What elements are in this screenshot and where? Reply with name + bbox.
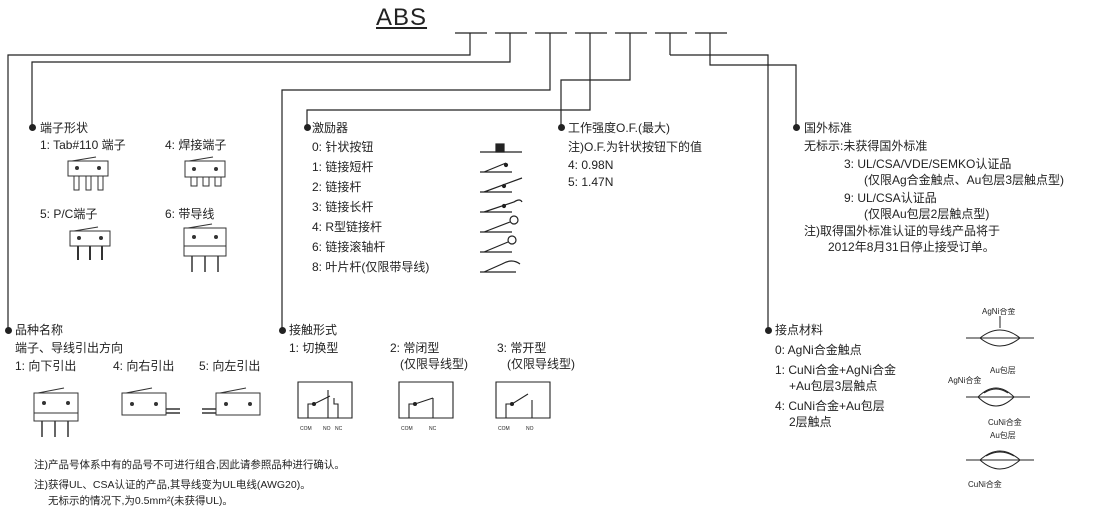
svg-text:NO: NO bbox=[526, 426, 534, 432]
variety-option-4: 4: 向右引出 bbox=[113, 359, 175, 373]
svg-text:COM: COM bbox=[300, 426, 312, 432]
model-code: ABS bbox=[376, 4, 428, 31]
actuator-item-2: 2: 链接杆 bbox=[312, 180, 362, 194]
cuni-agni-au-contact-diagram: Au包层 AgNi合金 CuNi合金 bbox=[948, 365, 1030, 427]
cuni-au-contact-diagram: Au包层 CuNi合金 bbox=[966, 430, 1034, 489]
solder-terminal-switch-image bbox=[184, 156, 226, 187]
actuator-symbols bbox=[480, 143, 523, 273]
footnote-2: 注)获得UL、CSA认证的产品,其导线变为UL电线(AWG20)。 bbox=[34, 479, 311, 491]
foreign-option-9: 9: UL/CSA认证品 bbox=[844, 191, 937, 205]
actuator-item-6: 6: 链接滚轴杆 bbox=[312, 240, 386, 254]
variety-title: 品种名称 bbox=[15, 323, 64, 337]
normally-closed-circuit-diagram: COM NC bbox=[398, 381, 454, 432]
variety-bullet bbox=[5, 327, 12, 334]
variety-option-5: 5: 向左引出 bbox=[199, 359, 261, 373]
contact-material-4a: 4: CuNi合金+Au包层 bbox=[775, 399, 885, 413]
variety-option-1: 1: 向下引出 bbox=[15, 359, 77, 373]
svg-text:COM: COM bbox=[401, 426, 413, 432]
svg-text:COM: COM bbox=[498, 426, 510, 432]
left-lead-switch-image bbox=[202, 387, 261, 416]
right-lead-switch-image bbox=[121, 387, 180, 416]
actuator-bullet bbox=[304, 124, 311, 131]
contact-material-4b: 2层触点 bbox=[789, 415, 832, 429]
foreign-option-3: 3: UL/CSA/VDE/SEMKO认证品 bbox=[844, 157, 1012, 171]
foreign-title: 国外标准 bbox=[804, 121, 853, 135]
foreign-option-3-note: (仅限Ag合金触点、Au包层3层触点型) bbox=[864, 173, 1065, 187]
actuator-title: 激励器 bbox=[312, 121, 349, 135]
of-value-4: 4: 0.98N bbox=[568, 158, 614, 172]
terminal-option-5: 5: P/C端子 bbox=[40, 207, 98, 221]
tab-terminal-switch-image bbox=[67, 156, 109, 191]
foreign-option-9-note: (仅限Au包层2层触点型) bbox=[864, 207, 990, 221]
actuator-item-1: 1: 链接短杆 bbox=[312, 160, 374, 174]
foreign-note-1: 注)取得国外标准认证的导线产品将于 bbox=[804, 224, 1000, 238]
of-note: 注)O.F.为针状按钮下的值 bbox=[568, 140, 702, 154]
agni-contact-diagram: AgNi合金 bbox=[966, 308, 1034, 347]
contact-form-option-2-note: (仅限导线型) bbox=[400, 357, 468, 371]
lead-wire-switch-image bbox=[183, 223, 227, 272]
foreign-note-2: 2012年8月31日停止接受订单。 bbox=[828, 240, 995, 254]
svg-text:Au包层: Au包层 bbox=[990, 365, 1016, 375]
contact-form-title: 接触形式 bbox=[289, 323, 338, 337]
actuator-item-8: 8: 叶片杆(仅限带导线) bbox=[312, 260, 430, 274]
contact-form-bullet bbox=[279, 327, 286, 334]
variety-subtitle: 端子、导线引出方向 bbox=[15, 341, 124, 355]
svg-text:Au包层: Au包层 bbox=[990, 430, 1016, 440]
svg-text:CuNi合金: CuNi合金 bbox=[988, 417, 1022, 427]
actuator-item-0: 0: 针状按钮 bbox=[312, 140, 374, 154]
of-title: 工作强度O.F.(最大) bbox=[568, 121, 670, 135]
footnote-3: 无标示的情况下,为0.5mm²(未获得UL)。 bbox=[48, 495, 233, 507]
contact-material-1b: +Au包层3层触点 bbox=[789, 379, 878, 393]
contact-material-title: 接点材料 bbox=[775, 323, 824, 337]
contact-form-option-3-note: (仅限导线型) bbox=[507, 357, 575, 371]
foreign-bullet bbox=[793, 124, 800, 131]
contact-material-0: 0: AgNi合金触点 bbox=[775, 343, 862, 357]
normally-open-circuit-diagram: COM NO bbox=[495, 381, 551, 432]
contact-form-option-2: 2: 常闭型 bbox=[390, 341, 440, 355]
contact-material-1a: 1: CuNi合金+AgNi合金 bbox=[775, 363, 897, 377]
of-bullet bbox=[558, 124, 565, 131]
svg-text:CuNi合金: CuNi合金 bbox=[968, 479, 1002, 489]
contact-material-bullet bbox=[765, 327, 772, 334]
of-value-5: 5: 1.47N bbox=[568, 175, 614, 189]
foreign-none: 无标示:未获得国外标准 bbox=[804, 139, 928, 153]
svg-text:NO: NO bbox=[323, 426, 331, 432]
changeover-circuit-diagram: COM NO NC bbox=[297, 381, 353, 432]
svg-text:AgNi合金: AgNi合金 bbox=[948, 375, 981, 385]
footnote-1: 注)产品号体系中有的品号不可进行组合,因此请参照品种进行确认。 bbox=[34, 459, 345, 471]
pc-terminal-switch-image bbox=[69, 226, 111, 260]
down-lead-switch-image bbox=[33, 387, 79, 437]
terminal-bullet bbox=[29, 124, 36, 131]
terminal-title: 端子形状 bbox=[40, 121, 89, 135]
actuator-item-3: 3: 链接长杆 bbox=[312, 200, 374, 214]
svg-text:NC: NC bbox=[335, 426, 343, 432]
contact-form-option-1: 1: 切换型 bbox=[289, 341, 339, 355]
svg-text:AgNi合金: AgNi合金 bbox=[982, 308, 1015, 316]
svg-text:NC: NC bbox=[429, 426, 437, 432]
terminal-option-1: 1: Tab#110 端子 bbox=[40, 138, 126, 152]
contact-form-option-3: 3: 常开型 bbox=[497, 341, 547, 355]
terminal-option-6: 6: 带导线 bbox=[165, 207, 215, 221]
terminal-option-4: 4: 焊接端子 bbox=[165, 138, 227, 152]
actuator-item-4: 4: R型链接杆 bbox=[312, 220, 383, 234]
